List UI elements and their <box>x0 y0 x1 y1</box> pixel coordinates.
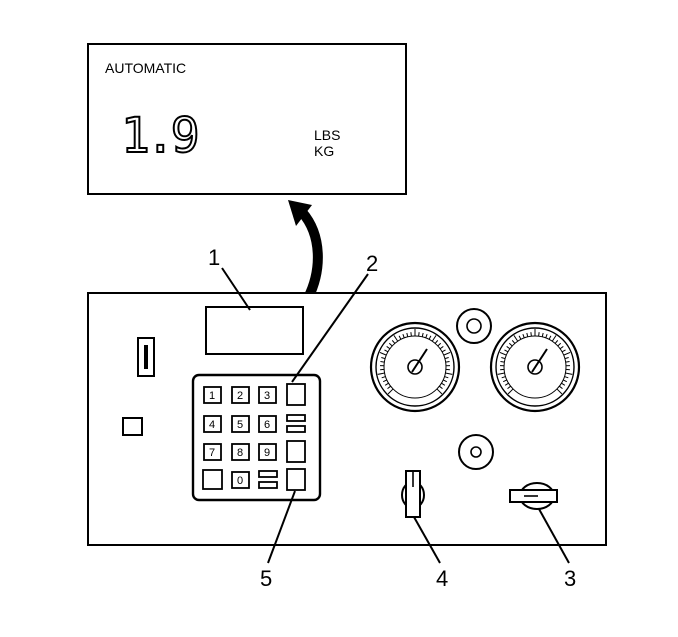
unit-kg-label: KG <box>314 143 334 159</box>
pressure-gauge-left <box>369 321 461 413</box>
callout-1-leader <box>221 267 251 311</box>
key-bar-1[interactable] <box>286 414 306 422</box>
unit-lbs-label: LBS <box>314 127 340 143</box>
display-zoom-panel <box>87 43 407 195</box>
key-3[interactable] <box>258 386 277 404</box>
key-2-label: 2 <box>237 390 243 402</box>
key-7-label: 7 <box>209 447 215 459</box>
callout-5-leader <box>267 490 296 564</box>
key-0[interactable] <box>231 471 250 489</box>
valve-4[interactable] <box>401 470 425 518</box>
callout-4: 4 <box>436 566 448 591</box>
callout-2-leader <box>291 273 369 383</box>
key-3-label: 3 <box>264 390 270 402</box>
lower-knob[interactable] <box>458 434 494 470</box>
key-bar-2[interactable] <box>286 425 306 433</box>
callout-5: 5 <box>260 566 272 591</box>
key-function-bottom[interactable] <box>286 468 306 491</box>
display-reading: 1.9 <box>121 108 197 164</box>
zoom-arrow <box>298 208 323 301</box>
keypad: 1 2 3 4 5 6 7 8 9 0 <box>202 383 306 491</box>
key-4[interactable] <box>203 415 222 433</box>
key-bar-3[interactable] <box>258 470 278 478</box>
callout-1: 1 <box>208 245 220 270</box>
key-9[interactable] <box>258 443 277 461</box>
key-1[interactable] <box>203 386 222 404</box>
indicator-light <box>122 417 143 436</box>
key-9-label: 9 <box>264 447 270 459</box>
key-5[interactable] <box>231 415 250 433</box>
key-0-label: 0 <box>237 475 243 487</box>
callout-2: 2 <box>366 251 378 276</box>
callout-4-leader <box>413 516 441 564</box>
key-bar-4[interactable] <box>258 481 278 489</box>
valve-3[interactable] <box>509 482 558 510</box>
power-switch-rocker <box>144 345 148 369</box>
display-mode-text: AUTOMATIC <box>105 60 186 76</box>
key-blank[interactable] <box>202 469 223 490</box>
key-function-mid[interactable] <box>286 440 306 463</box>
key-2[interactable] <box>231 386 250 404</box>
weight-display-window <box>205 306 304 355</box>
key-1-label: 1 <box>209 390 215 402</box>
key-6[interactable] <box>258 415 277 433</box>
key-8[interactable] <box>231 443 250 461</box>
key-4-label: 4 <box>209 419 215 431</box>
key-5-label: 5 <box>237 419 243 431</box>
pressure-gauge-right <box>489 321 581 413</box>
callout-3-leader <box>538 508 570 564</box>
key-6-label: 6 <box>264 419 270 431</box>
key-7[interactable] <box>203 443 222 461</box>
key-function-top[interactable] <box>286 383 306 406</box>
callout-3: 3 <box>564 566 576 591</box>
key-8-label: 8 <box>237 447 243 459</box>
zoom-arrow-head <box>288 200 312 226</box>
upper-knob[interactable] <box>456 308 492 344</box>
